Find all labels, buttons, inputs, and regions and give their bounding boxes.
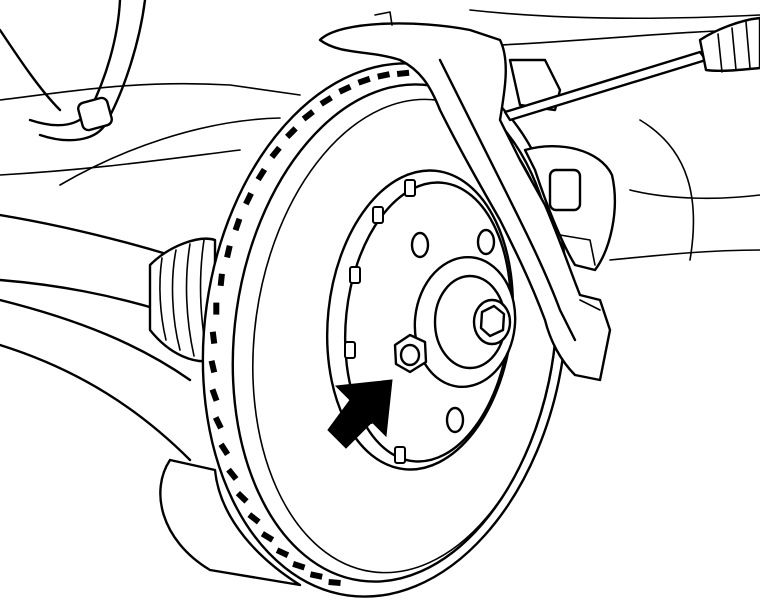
body-panel-outlines bbox=[0, 9, 760, 261]
vent-slot bbox=[319, 95, 333, 107]
vent-slot bbox=[243, 191, 254, 206]
vent-slot bbox=[235, 490, 249, 504]
hub-slot bbox=[404, 179, 416, 197]
screwdriver bbox=[503, 16, 760, 122]
vent-slot bbox=[292, 560, 306, 571]
vent-slot bbox=[212, 416, 224, 430]
lug-holes bbox=[410, 228, 496, 434]
wheel-hub bbox=[413, 255, 517, 389]
vent-slot bbox=[275, 547, 290, 558]
vent-slot bbox=[208, 360, 218, 374]
drive-shaft bbox=[0, 213, 192, 462]
disc-retaining-bolt bbox=[393, 333, 428, 374]
vent-slot bbox=[377, 71, 391, 80]
vent-slot bbox=[217, 273, 225, 287]
vent-slot bbox=[328, 578, 341, 587]
vent-slot bbox=[232, 217, 243, 232]
vent-slot bbox=[209, 331, 218, 345]
lower-arm bbox=[159, 458, 302, 587]
vent-slot bbox=[396, 69, 410, 78]
brake-hose bbox=[0, 0, 147, 142]
vent-slot bbox=[209, 388, 220, 402]
vent-slot bbox=[301, 109, 315, 122]
vent-slot bbox=[224, 245, 233, 259]
vent-slot bbox=[213, 302, 220, 315]
hub-slot bbox=[344, 341, 356, 359]
vent-slot bbox=[269, 145, 282, 159]
vent-slot bbox=[260, 531, 275, 543]
vent-slot bbox=[255, 167, 268, 182]
hub-nut bbox=[479, 304, 506, 338]
vent-slot bbox=[218, 442, 231, 456]
hub-slot bbox=[394, 446, 406, 464]
vent-slot bbox=[338, 83, 352, 95]
vent-slot bbox=[309, 571, 323, 580]
hub-slot bbox=[372, 206, 384, 224]
callout-arrow bbox=[327, 379, 393, 449]
cv-boot bbox=[148, 237, 217, 363]
vent-slot bbox=[226, 467, 239, 481]
disc-vent-slots bbox=[208, 69, 410, 587]
vent-slot bbox=[247, 512, 261, 525]
vent-slot bbox=[357, 75, 371, 86]
hub-slot bbox=[349, 266, 361, 284]
vent-slot bbox=[285, 126, 298, 139]
brake-caliper bbox=[318, 11, 616, 382]
